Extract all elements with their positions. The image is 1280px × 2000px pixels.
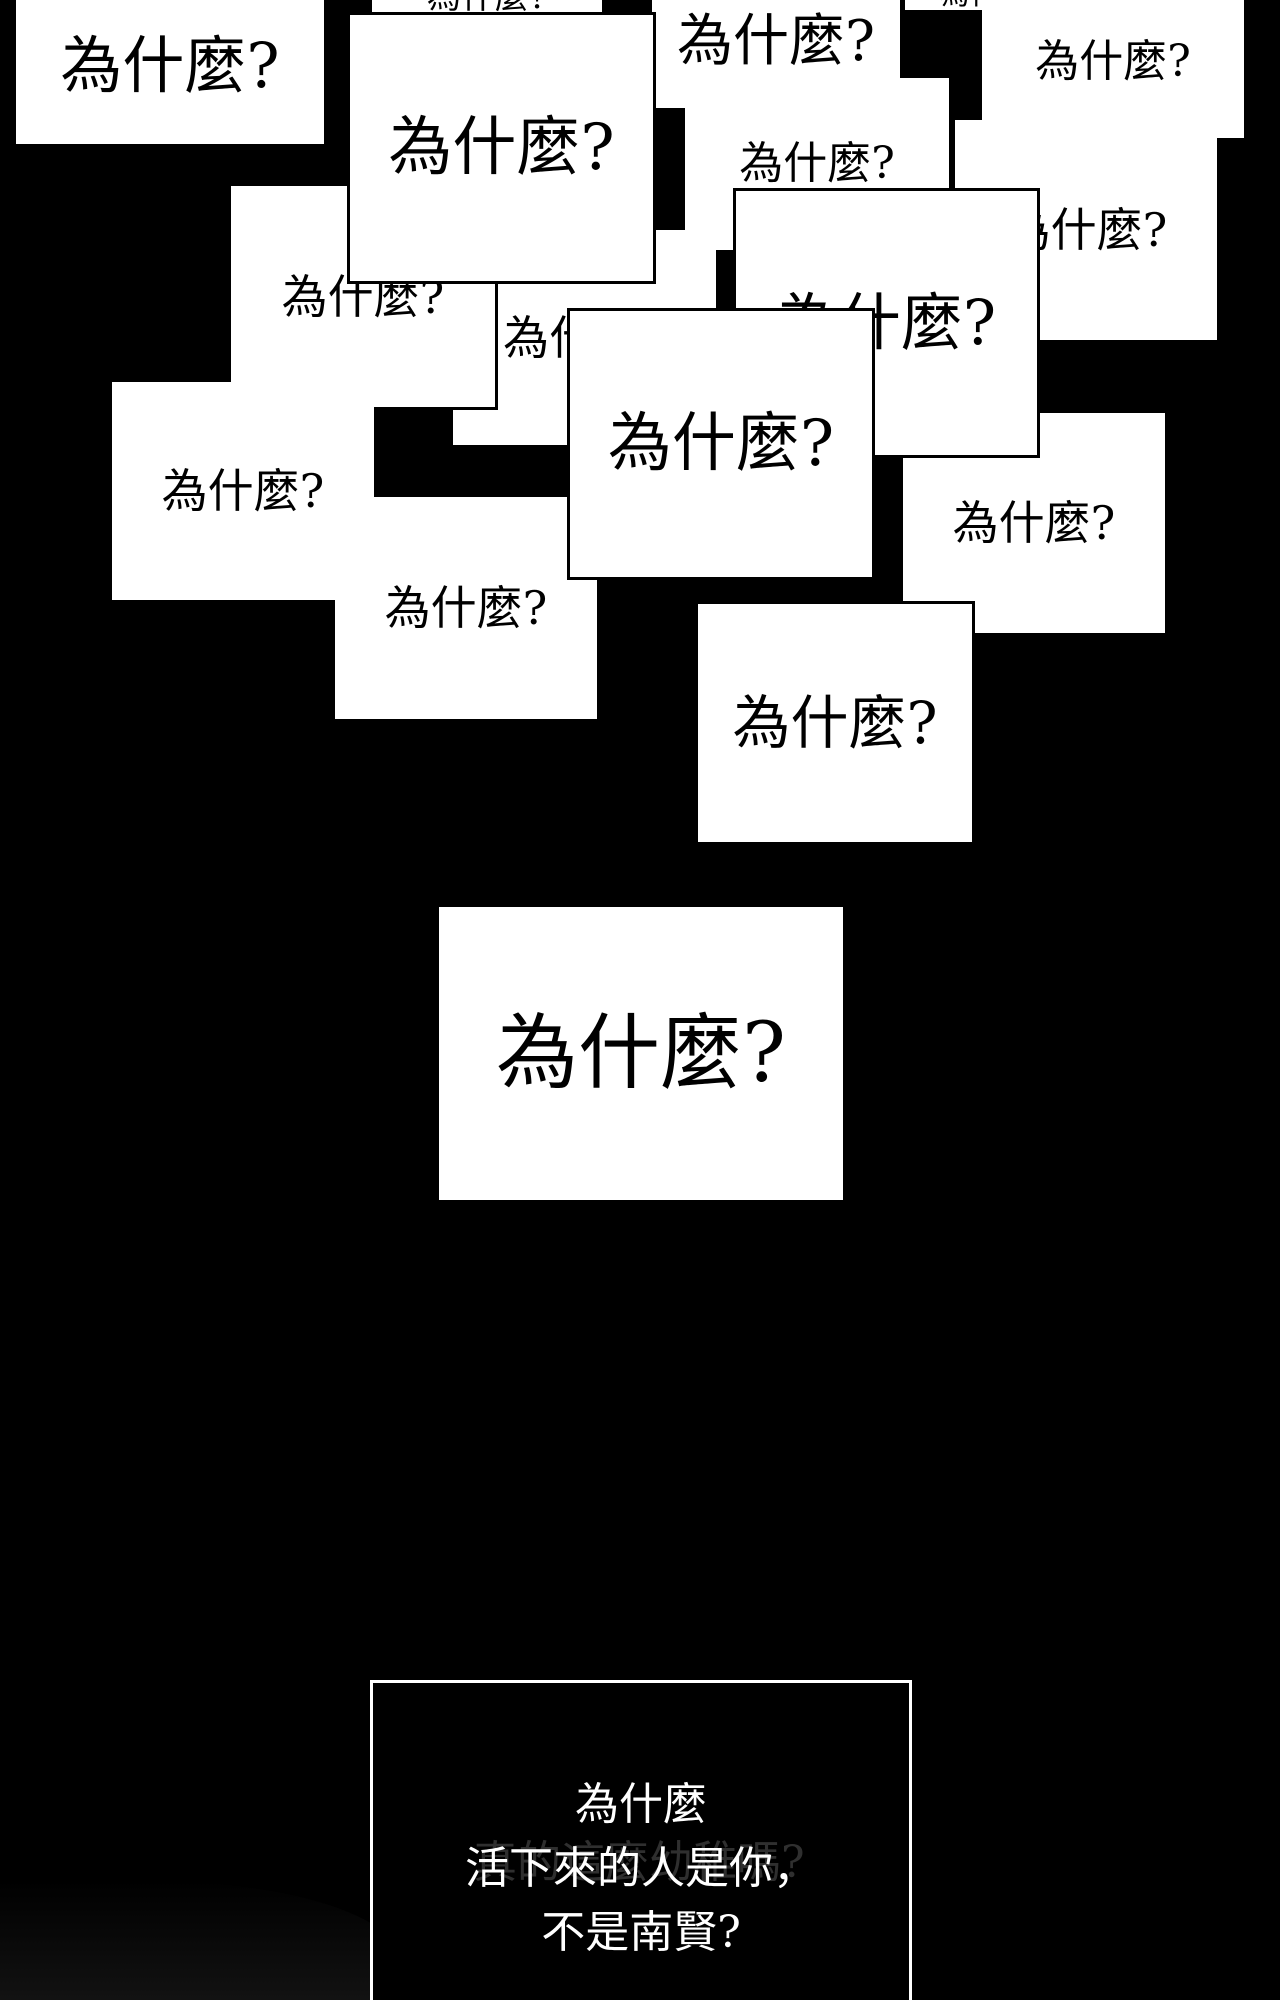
why-box: 為什麼? bbox=[567, 308, 875, 580]
why-box-text: 為什麼? bbox=[732, 689, 938, 757]
why-box: 為什麼? bbox=[112, 382, 374, 600]
why-box: 為什麼? bbox=[372, 0, 602, 14]
why-box: 為什麼? bbox=[695, 601, 975, 845]
why-box-text: 為什麼? bbox=[388, 111, 615, 185]
caption-text: 為什麼 活下來的人是你， 不是南賢? bbox=[373, 1773, 909, 1965]
why-box: 為什麼? bbox=[347, 12, 656, 284]
why-box-large-text: 為什麼? bbox=[496, 1005, 786, 1101]
why-box: 為什麼? bbox=[16, 0, 324, 144]
caption-line-3: 不是南賢? bbox=[541, 1907, 741, 1958]
why-box-text: 為什麼? bbox=[739, 138, 895, 189]
why-box-text: 為什麼? bbox=[607, 407, 835, 481]
why-box-text: 為什麼? bbox=[952, 496, 1116, 550]
why-box-text: 為什麼? bbox=[384, 581, 548, 635]
why-box-text: 為什麼? bbox=[161, 464, 325, 518]
caption-box: 真的這麼幼稚嗎? 為什麼 活下來的人是你， 不是南賢? bbox=[370, 1680, 912, 2000]
why-box-large: 為什麼? bbox=[439, 907, 843, 1200]
why-box-text: 為什麼? bbox=[676, 9, 876, 74]
caption-line-2: 活下來的人是你， bbox=[465, 1843, 817, 1894]
why-box-text: 為什麼? bbox=[1035, 36, 1191, 87]
smoke-shadow bbox=[0, 1880, 400, 2000]
why-box-text: 為什麼? bbox=[427, 0, 547, 14]
caption-line-1: 為什麼 bbox=[575, 1779, 707, 1830]
why-box: 為什麼? bbox=[982, 0, 1244, 138]
caption-ghost-text: 真的這麼幼稚嗎? bbox=[473, 1837, 805, 1888]
why-box-text: 為什麼? bbox=[60, 29, 280, 102]
why-box: 為什麼? bbox=[903, 413, 1165, 633]
why-box: 為什麼? bbox=[335, 497, 597, 719]
